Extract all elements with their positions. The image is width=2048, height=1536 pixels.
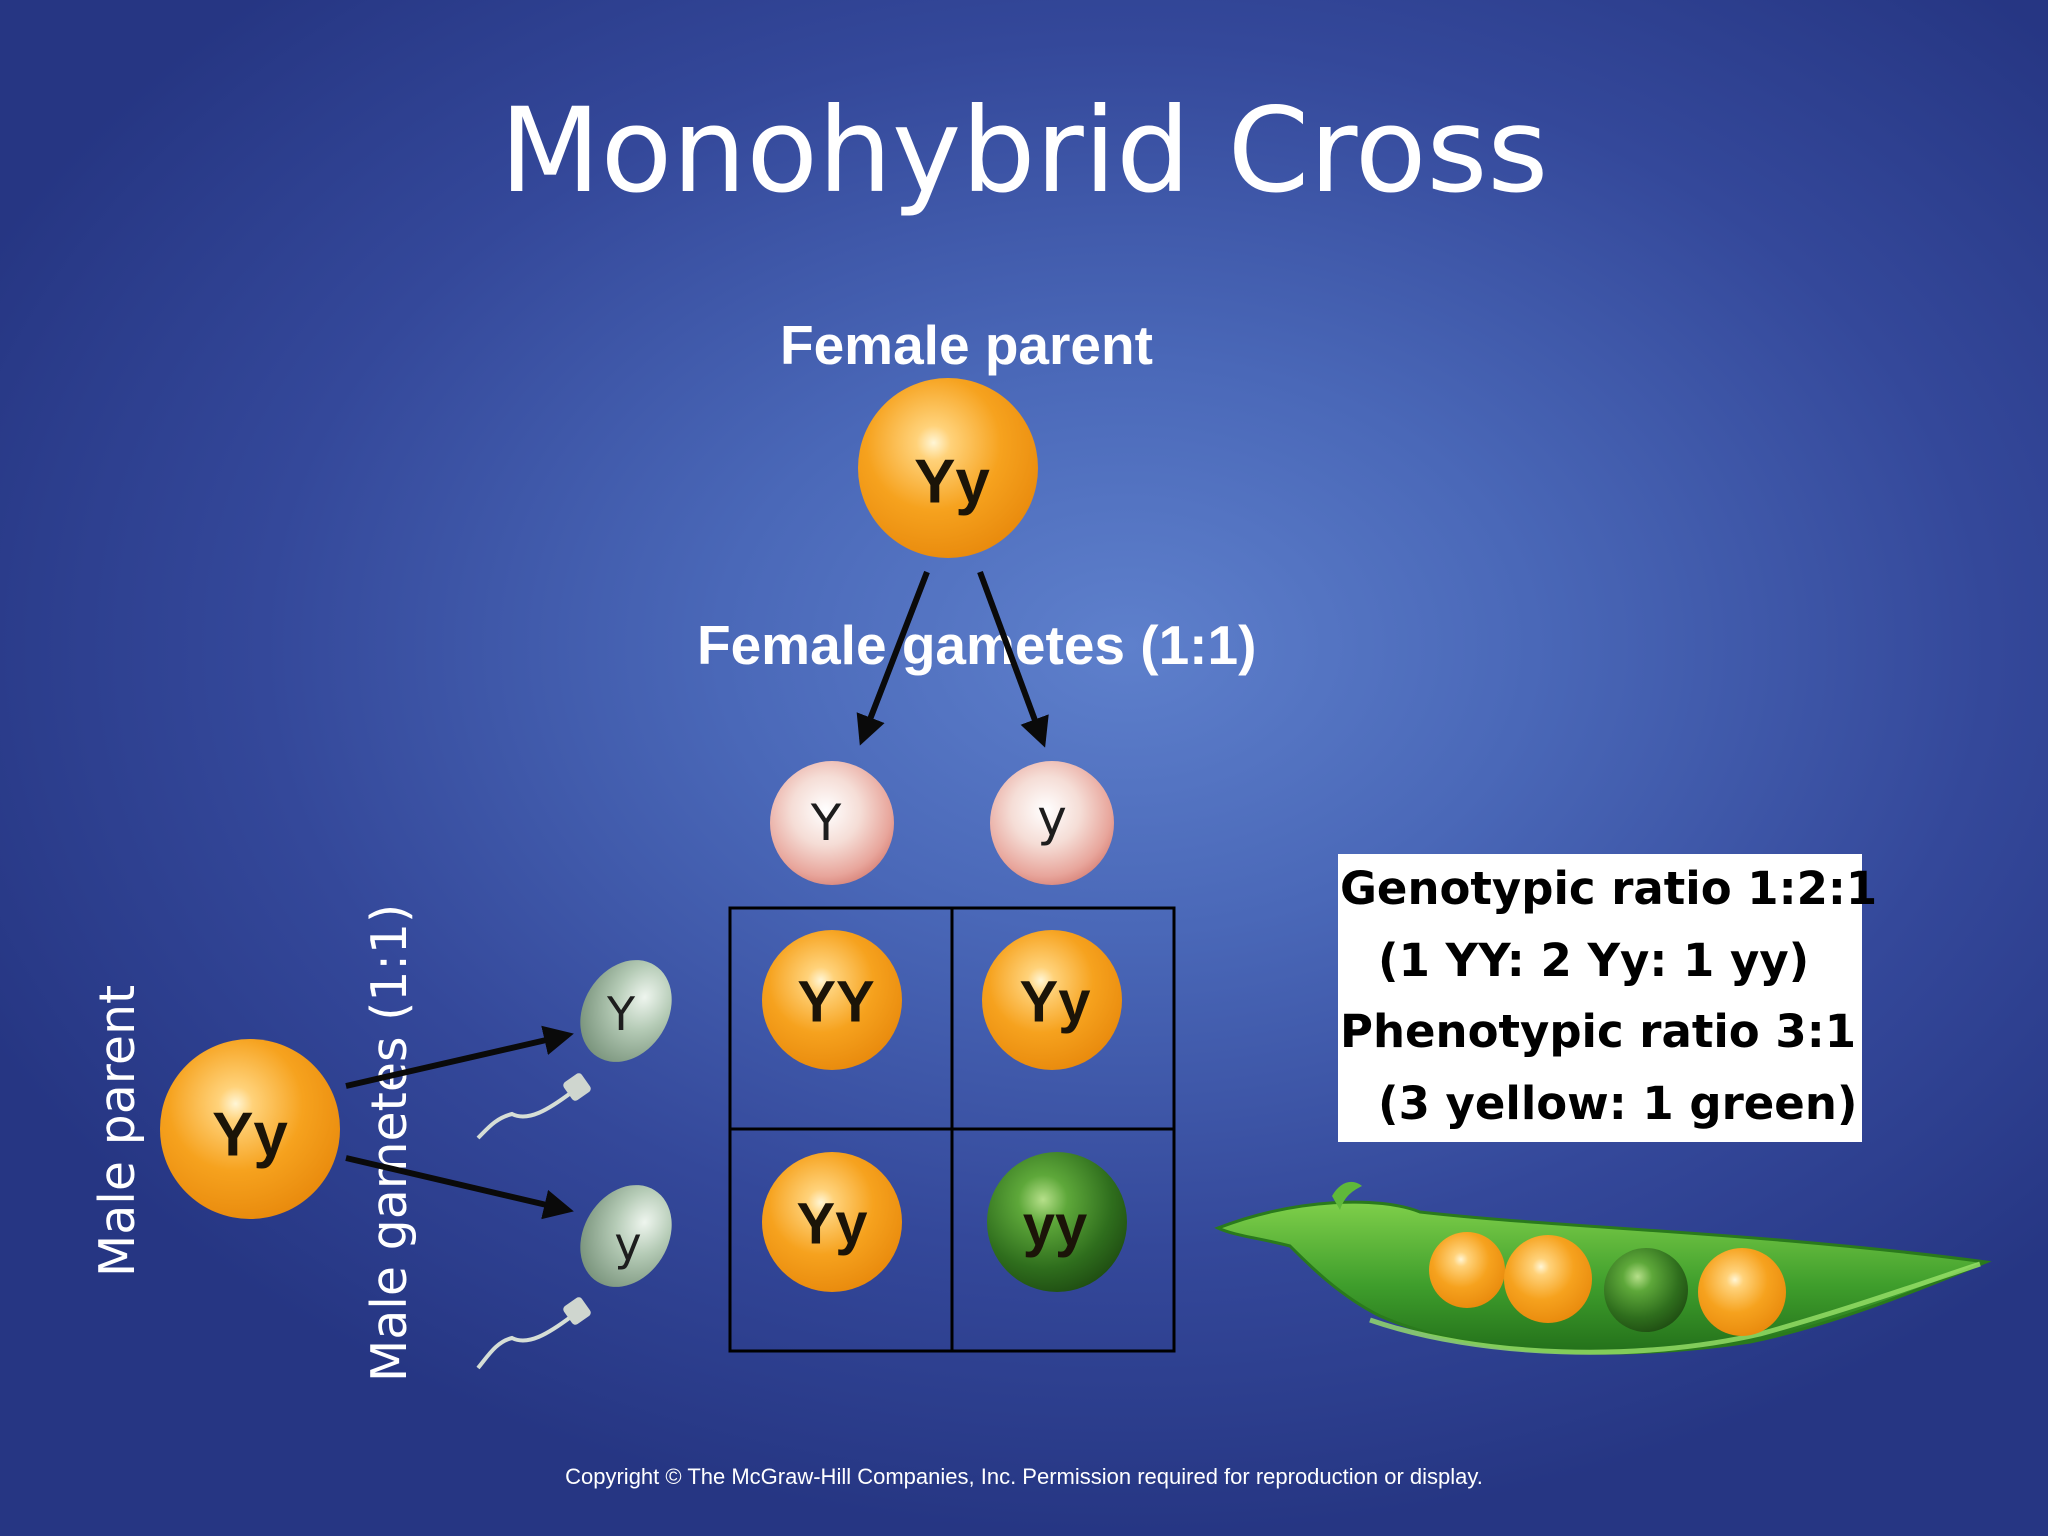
female-gametes-label: Female gametes (1:1) [697, 614, 1257, 676]
male-arrow-top [345, 1025, 574, 1089]
pea-yellow [1504, 1235, 1592, 1323]
male-gamete-allele: y [614, 1217, 641, 1271]
punnett-cell-yellow: Yy [762, 1152, 902, 1292]
female-gamete-egg: y [990, 761, 1114, 885]
male-arrow-bottom [345, 1155, 574, 1220]
genotypic-ratio: Genotypic ratio 1:2:1 [1340, 862, 1878, 915]
female-parent-genotype: Yy [914, 448, 990, 517]
female-arrow-left [856, 570, 930, 746]
male-parent-cell: Yy [160, 1039, 340, 1219]
female-parent-cell: Yy [858, 378, 1038, 558]
pea-yellow [1429, 1232, 1505, 1308]
female-gamete-allele: Y [810, 794, 842, 852]
pea-yellow [1698, 1248, 1786, 1336]
copyright-notice: Copyright © The McGraw-Hill Companies, I… [565, 1464, 1483, 1489]
punnett-square [728, 906, 1176, 1353]
male-gamete-sperm: y [476, 1185, 672, 1370]
ratio-box: Genotypic ratio 1:2:1 (1 YY: 2 Yy: 1 yy)… [1338, 854, 1877, 1142]
pea-green [1604, 1248, 1688, 1332]
female-parent-label: Female parent [780, 314, 1153, 376]
male-gamete-sperm: Y [476, 960, 672, 1140]
phenotypic-ratio-detail: (3 yellow: 1 green) [1378, 1077, 1858, 1130]
female-gamete-egg: Y [770, 761, 894, 885]
punnett-cell-yellow: YY [762, 930, 902, 1070]
male-parent-genotype: Yy [212, 1101, 288, 1170]
female-arrow-right [977, 570, 1049, 748]
pea-pod-illustration [1214, 1181, 1992, 1355]
offspring-genotype: yy [1023, 1194, 1088, 1259]
offspring-genotype: Yy [797, 1192, 868, 1257]
offspring-genotype: YY [797, 970, 874, 1035]
phenotypic-ratio: Phenotypic ratio 3:1 [1340, 1005, 1857, 1058]
punnett-cell-yellow: Yy [982, 930, 1122, 1070]
male-gamete-allele: Y [606, 987, 636, 1041]
offspring-genotype: Yy [1020, 970, 1091, 1035]
slide-title: Monohybrid Cross [499, 82, 1549, 219]
genotypic-ratio-detail: (1 YY: 2 Yy: 1 yy) [1378, 934, 1810, 987]
female-gamete-allele: y [1037, 789, 1067, 847]
punnett-cell-green: yy [987, 1152, 1127, 1292]
